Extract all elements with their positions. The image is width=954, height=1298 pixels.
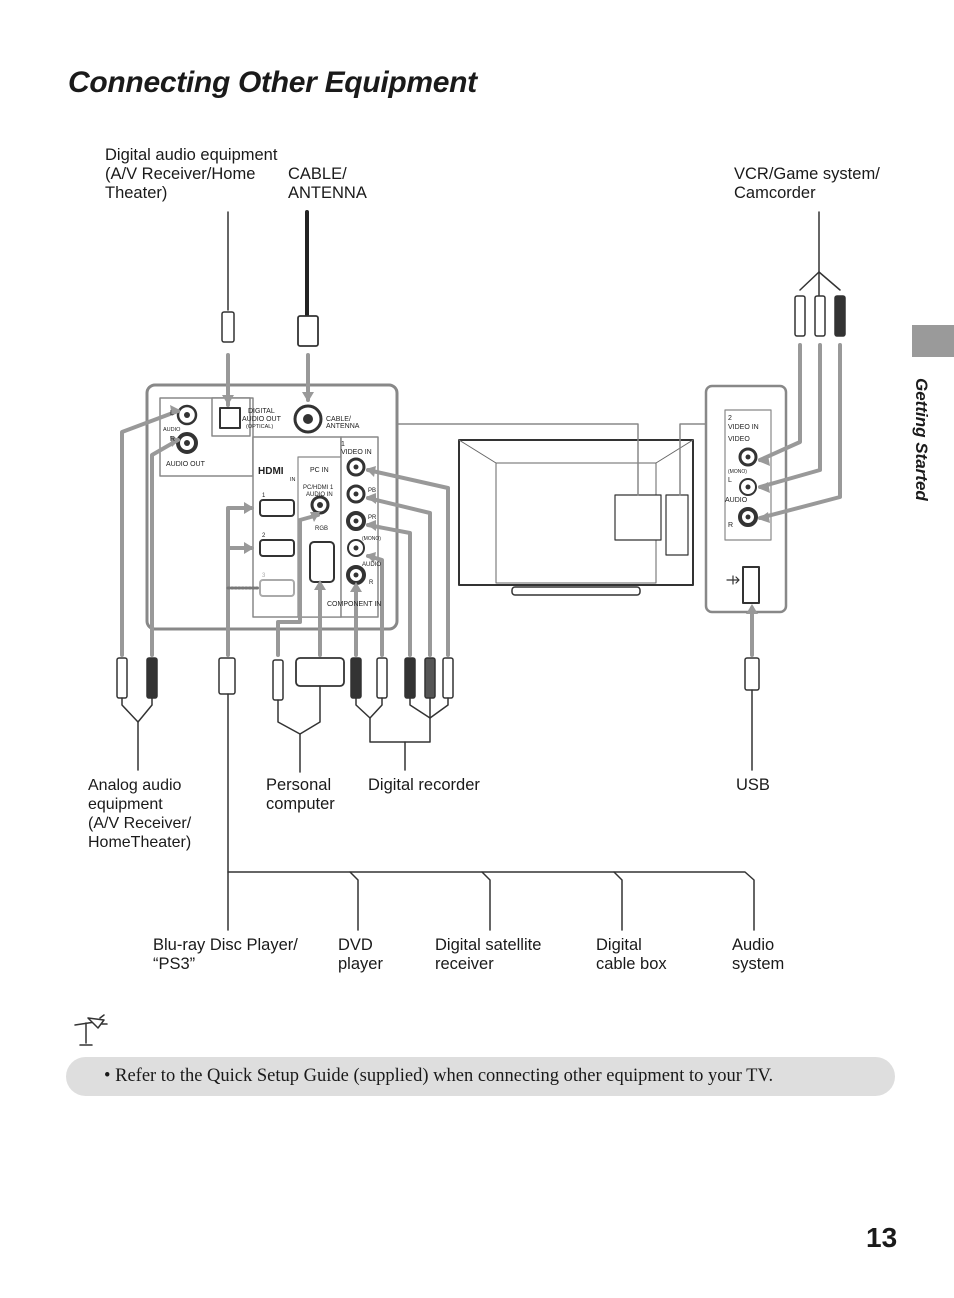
page-title: Connecting Other Equipment [68, 66, 477, 99]
side-r-label: R [728, 522, 733, 529]
label-vcr: VCR/Game system/ Camcorder [734, 165, 880, 202]
panel-hdmi-label: HDMI [258, 466, 284, 477]
panel-video-in-label: VIDEO IN [341, 449, 372, 456]
panel-audio-label-2: AUDIO [362, 562, 381, 568]
tv-illustration [458, 439, 694, 596]
panel-hdmi-2-label: 2 [262, 533, 266, 539]
side-audio-label: AUDIO [725, 497, 748, 504]
panel-mono-label: (MONO) [362, 536, 381, 542]
label-bluray: Blu-ray Disc Player/ “PS3” [153, 936, 298, 973]
tip-lamp-icon [74, 1014, 108, 1046]
panel-component-label: COMPONENT IN [327, 601, 381, 608]
panel-rgb-label: RGB [315, 526, 328, 532]
side-2-label: 2 [728, 415, 732, 422]
panel-pc-hdmi-label: PC/HDMI 1 [303, 485, 334, 491]
panel-pb-label: PB [368, 488, 376, 494]
side-l-label: L [728, 477, 732, 484]
panel-in-label: IN [290, 477, 296, 483]
label-personal-computer: Personal computer [266, 776, 335, 813]
panel-r-label-2: R [369, 580, 374, 586]
label-cable-box: Digital cable box [596, 936, 667, 973]
panel-audio-label: AUDIO [163, 427, 181, 433]
panel-hdmi-3-label: 3 [262, 573, 266, 579]
page-number: 13 [866, 1222, 898, 1253]
side-mono-label: (MONO) [728, 469, 747, 475]
tip-text: • Refer to the Quick Setup Guide (suppli… [104, 1066, 774, 1086]
side-video-label: VIDEO [728, 436, 750, 443]
label-digital-recorder: Digital recorder [368, 776, 480, 794]
panel-digital-label: DIGITAL [248, 408, 275, 415]
section-tab-marker [912, 325, 954, 357]
panel-hdmi-1-label: 1 [262, 493, 266, 499]
label-satellite: Digital satellite receiver [435, 936, 542, 973]
optical-port [219, 407, 241, 429]
usb-port [742, 566, 760, 604]
panel-antenna-label: ANTENNA [326, 423, 360, 430]
usb-symbol-icon [726, 575, 740, 585]
panel-optical-label: (OPTICAL) [246, 424, 273, 430]
tip-box [66, 1057, 895, 1096]
hdmi-port-1 [259, 499, 295, 517]
label-dvd: DVD player [338, 936, 383, 973]
panel-cable-label: CABLE/ [326, 416, 351, 423]
panel-video-1-label: 1 [341, 441, 345, 448]
panel-pr-label: PR [368, 515, 377, 521]
label-cable-antenna: CABLE/ ANTENNA [288, 165, 367, 202]
vga-port [309, 541, 335, 583]
side-video-in-label: VIDEO IN [728, 424, 759, 431]
label-usb: USB [736, 776, 770, 794]
panel-audio-out-text: AUDIO OUT [166, 461, 206, 468]
panel-l-label: L [170, 410, 174, 417]
panel-audio-in-label: AUDIO IN [306, 492, 333, 498]
panel-audio-out-label: AUDIO OUT [242, 416, 282, 423]
panel-labels: DIGITAL AUDIO OUT (OPTICAL) CABLE/ ANTEN… [163, 408, 759, 608]
hdmi-port-2 [259, 539, 295, 557]
label-digital-audio: Digital audio equipment (A/V Receiver/Ho… [105, 146, 278, 202]
panel-r-label: R [170, 436, 175, 443]
label-analog-audio: Analog audio equipment (A/V Receiver/ Ho… [88, 777, 192, 851]
label-audio-system: Audio system [732, 936, 785, 973]
panel-pc-in-label: PC IN [310, 467, 329, 474]
hdmi-port-3 [259, 579, 295, 597]
